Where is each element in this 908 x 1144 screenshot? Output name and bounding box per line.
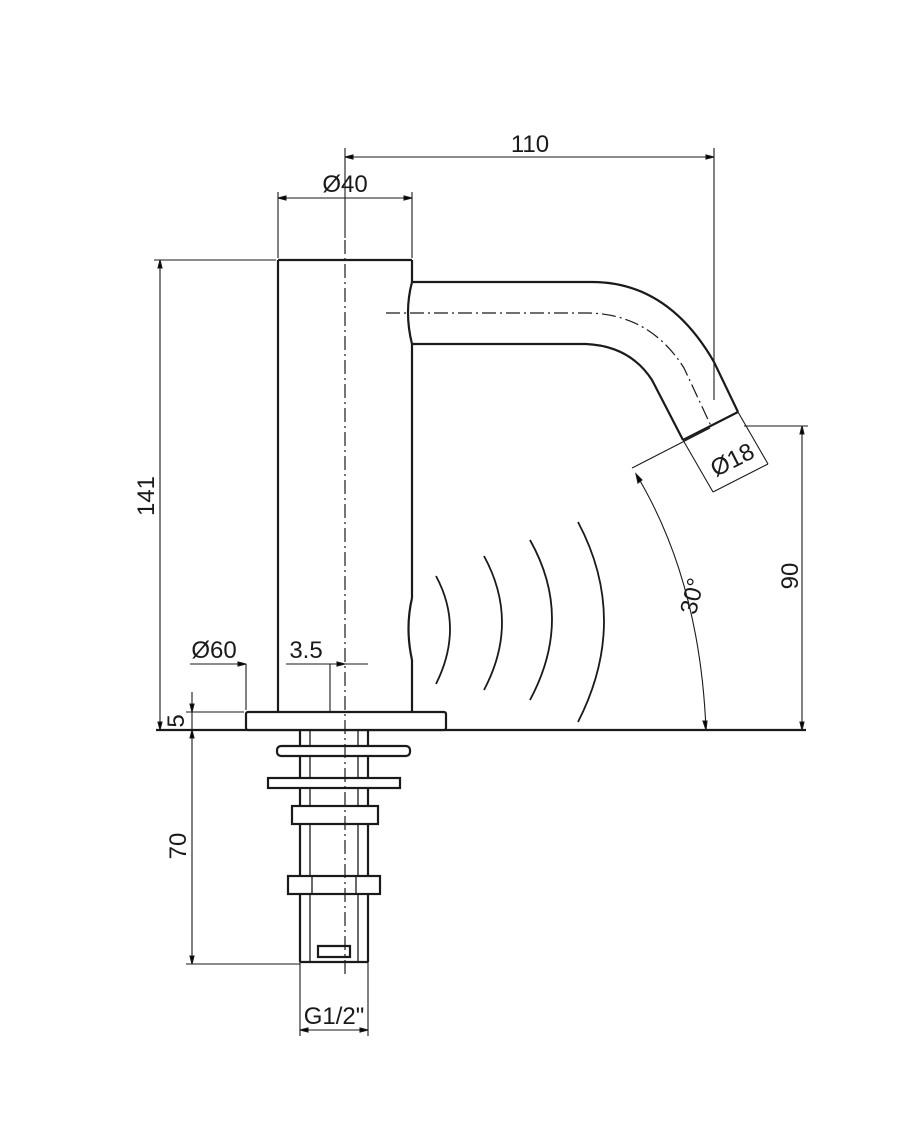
label-outlet-height: 90 — [777, 563, 804, 590]
label-axis-offset: 3.5 — [289, 637, 322, 664]
label-base-diameter: Ø60 — [191, 637, 236, 664]
label-spout-reach: 110 — [511, 131, 549, 158]
mounting-shank — [266, 730, 412, 964]
base-flange — [244, 710, 448, 732]
dimension-shank-length: 70 — [165, 729, 300, 965]
dimension-outlet-height: 90 — [744, 425, 808, 731]
label-sensor-angle: 30° — [675, 575, 710, 617]
dimension-thread-size: G1/2" — [299, 962, 369, 1036]
sensor-waves — [435, 521, 605, 723]
faucet-body — [276, 258, 414, 712]
dimension-spout-reach: 110 — [344, 131, 715, 400]
dimension-total-height: 141 — [133, 259, 276, 731]
label-base-thickness: 5 — [163, 714, 190, 727]
label-body-diameter: Ø40 — [322, 171, 367, 198]
label-thread-size: G1/2" — [304, 1003, 365, 1030]
dimension-axis-offset: 3.5 — [286, 637, 368, 712]
dimension-body-diameter: Ø40 — [277, 171, 413, 258]
label-total-height: 141 — [133, 476, 160, 516]
label-outlet-diameter: Ø18 — [706, 438, 759, 483]
dimension-base-diameter: Ø60 — [190, 637, 247, 710]
dimension-sensor-angle: 30° — [631, 427, 711, 731]
spout — [386, 280, 739, 441]
dimension-outlet-diameter: Ø18 — [682, 411, 769, 493]
dimension-base-thickness: 5 — [163, 692, 244, 730]
label-shank-length: 70 — [165, 833, 192, 860]
